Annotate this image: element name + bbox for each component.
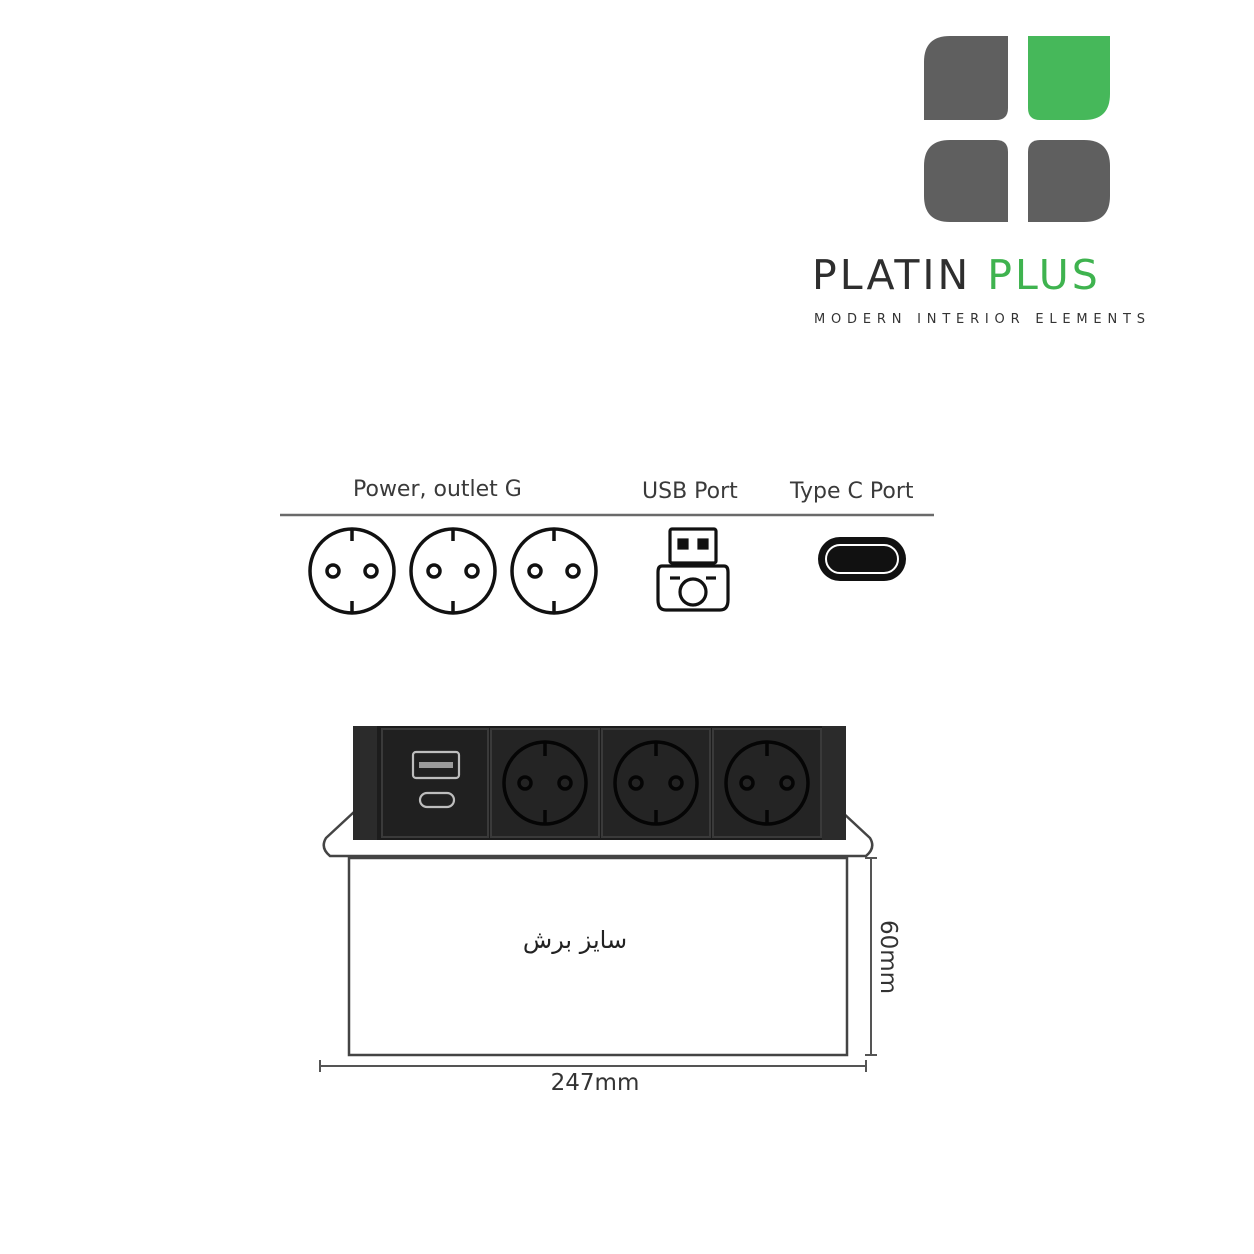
- schuko-outlet-icon: [724, 740, 810, 826]
- width-dimension-line: [319, 1060, 867, 1072]
- schuko-outlet-icon: [510, 527, 598, 615]
- usb-module: [381, 728, 489, 838]
- platin-plus-logo-mark-icon: [924, 36, 1110, 222]
- logo-petal-top-right: [1028, 36, 1110, 120]
- schuko-outlet-icon: [409, 527, 497, 615]
- type-c-port-icon: [818, 537, 906, 581]
- logo-petal-top-left: [924, 36, 1008, 120]
- logo-petal-bottom-left: [924, 140, 1008, 222]
- width-dimension-label: 247mm: [550, 1070, 640, 1096]
- type-c-port-label: Type C Port: [790, 479, 914, 504]
- brand-name-part2: PLUS: [987, 251, 1101, 299]
- cut-size-label: سایز برش: [522, 926, 628, 954]
- logo-petal-bottom-right: [1028, 140, 1110, 222]
- power-outlet-label: Power, outlet G: [353, 477, 522, 502]
- schuko-outlet-icon: [613, 740, 699, 826]
- brand-tagline: MODERN INTERIOR ELEMENTS: [814, 312, 1151, 327]
- cut-out-area: [347, 856, 849, 1057]
- usb-port-icon: [656, 527, 730, 612]
- brand-name: PLATIN PLUS: [812, 250, 1228, 300]
- usb-a-slot: [411, 750, 461, 780]
- height-dimension-line: [865, 857, 877, 1056]
- schuko-outlet-icon: [502, 740, 588, 826]
- height-dimension-label: 60mm: [875, 919, 901, 995]
- usb-c-slot: [418, 791, 456, 809]
- schuko-outlet-icon: [308, 527, 396, 615]
- usb-port-label: USB Port: [642, 479, 738, 504]
- socket-housing: [353, 726, 846, 840]
- brand-name-part1: PLATIN: [812, 251, 972, 299]
